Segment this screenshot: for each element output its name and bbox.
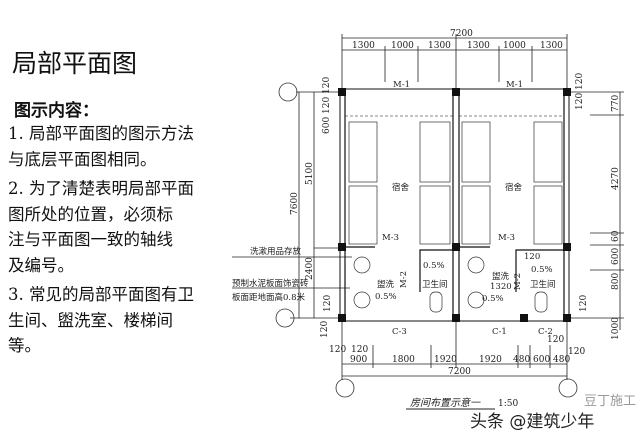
drawing-scale: 1:50 xyxy=(498,399,518,409)
door-label: M-3 xyxy=(498,233,515,243)
annotation: 板面距地面高0.8米 xyxy=(232,292,306,303)
list-line: 3. 常见的局部平面图有卫 xyxy=(8,285,194,304)
dim-left: 7600 xyxy=(290,192,300,215)
dim-label: 120 xyxy=(524,252,540,262)
list-line: 图所处的位置，必须标 xyxy=(8,204,173,224)
dimension-lines xyxy=(232,34,624,380)
annotation: 预制水泥板面饰瓷砖 xyxy=(232,278,309,289)
room-label: 卫生间 xyxy=(422,279,448,290)
dim-right: 120 xyxy=(575,73,585,90)
list-line: 与底层平面图相同。 xyxy=(8,149,157,169)
door-label: M-1 xyxy=(393,80,410,90)
beds xyxy=(348,121,563,313)
dim-bottom: 1800 xyxy=(392,355,415,365)
door-label: M-1 xyxy=(506,80,523,90)
dim-right: 60 xyxy=(611,230,621,242)
dim-top: 1300 xyxy=(540,41,563,51)
dim-bottom: 1920 xyxy=(434,355,457,365)
dim-left: 120 xyxy=(322,77,332,94)
list-line: 注与平面图一致的轴线 xyxy=(8,230,173,249)
dim-right: 120 xyxy=(575,93,585,110)
room-label: 宿舍 xyxy=(392,182,410,193)
slope-label: 0.5% xyxy=(482,294,504,304)
room-label: 卫生间 xyxy=(530,279,556,290)
dim-top-total: 7200 xyxy=(450,29,473,39)
list-line: 2. 为了清楚表明局部平面 xyxy=(8,179,194,198)
window-label: C-2 xyxy=(538,327,553,337)
drawing-caption: 房间布置示意一 xyxy=(410,397,481,409)
annotation: 洗漱用品存放 xyxy=(250,246,302,257)
dim-label: 120 xyxy=(547,335,564,345)
list-line: 生间、盥洗室、楼梯间 xyxy=(8,310,173,330)
faint-watermark: 豆丁施工 xyxy=(584,394,637,409)
list-line: 1. 局部平面图的图示方法 xyxy=(8,124,194,143)
dim-left: 600 xyxy=(322,117,332,134)
dim-bottom: 900 xyxy=(350,355,367,365)
dim-bottom: 480 xyxy=(513,355,530,365)
dim-label: 1320 xyxy=(490,282,512,292)
dim-label: 120 xyxy=(351,345,368,355)
slope-label: 0.5% xyxy=(423,261,445,271)
dim-top: 1300 xyxy=(352,41,375,51)
dim-right: 770 xyxy=(611,95,621,112)
dim-left: 120 xyxy=(322,97,332,114)
room-label: 宿舍 xyxy=(505,182,523,193)
content-list: 1. 局部平面图的图示方法 与底层平面图相同。 2. 为了清楚表明局部平面 图所… xyxy=(8,121,194,359)
list-line: 等。 xyxy=(8,336,41,355)
dim-top: 1300 xyxy=(428,41,451,51)
dim-top: 1000 xyxy=(391,41,414,51)
dim-left: 120 xyxy=(329,345,346,355)
dim-right: 120 xyxy=(568,347,585,357)
door-label: M-2 xyxy=(399,271,409,288)
list-line: 及编号。 xyxy=(8,255,74,275)
dim-top: 1300 xyxy=(467,41,490,51)
dim-right: 600 xyxy=(611,248,621,265)
columns xyxy=(338,88,571,322)
dim-right: 800 xyxy=(611,273,621,290)
dim-bottom: 600 xyxy=(533,355,550,365)
dim-bottom: 1920 xyxy=(479,355,502,365)
dim-bottom-total: 7200 xyxy=(448,367,471,377)
watermark: 头条 @建筑少年 xyxy=(470,412,595,432)
section-heading: 图示内容： xyxy=(14,101,99,121)
dim-left: 120 xyxy=(320,321,330,338)
room-label: 盥洗 xyxy=(377,279,395,290)
slope-label: 0.5% xyxy=(531,265,553,275)
window-label: C-1 xyxy=(492,327,507,337)
dim-right: 4270 xyxy=(611,167,621,190)
axis-markers xyxy=(275,82,578,398)
dim-right: 120 xyxy=(579,295,589,312)
dim-left: 2400 xyxy=(305,257,315,280)
dim-left: 5100 xyxy=(305,162,315,185)
slope-label: 0.5% xyxy=(375,292,397,302)
dim-right: 1000 xyxy=(611,317,621,340)
room-label: 盥洗 xyxy=(492,271,510,282)
window-label: C-3 xyxy=(392,327,407,337)
page-title: 局部平面图 xyxy=(12,49,138,78)
door-label: M-3 xyxy=(382,233,399,243)
dim-top: 1000 xyxy=(503,41,526,51)
door-label: M-2 xyxy=(513,273,523,290)
dim-left: 120 xyxy=(323,295,333,312)
dim-bottom: 480 xyxy=(553,355,570,365)
